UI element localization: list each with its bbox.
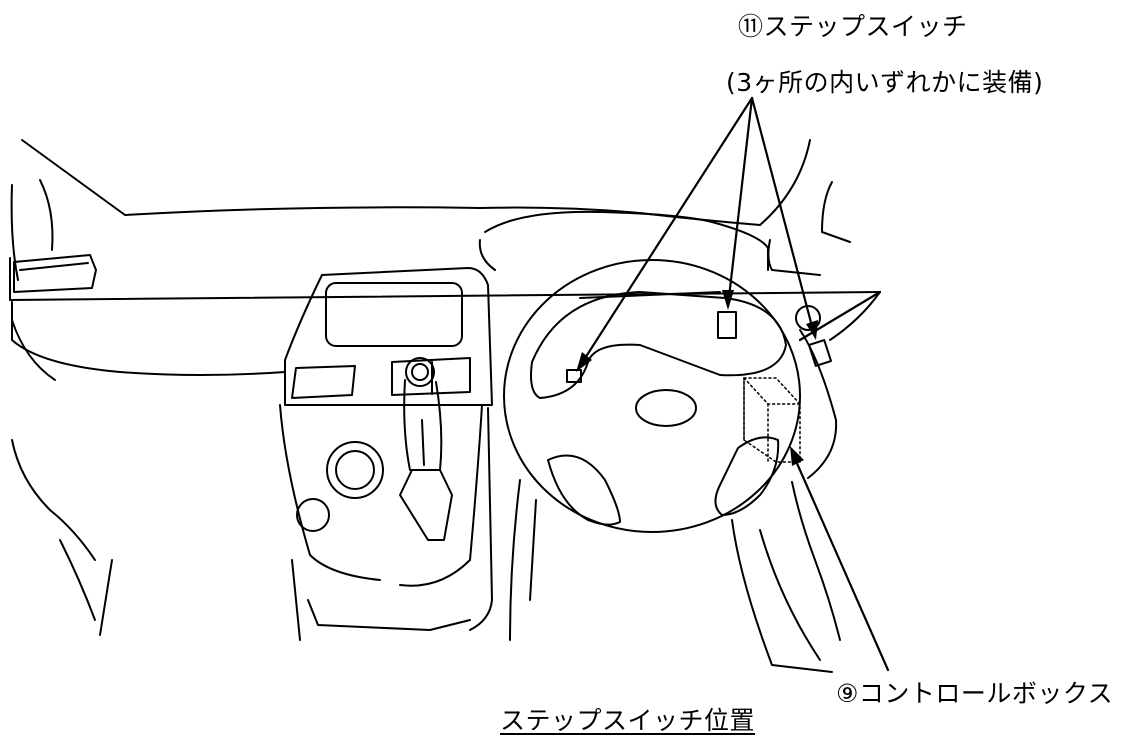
step-switch-location-3	[807, 339, 833, 367]
arrow-to-control-box	[790, 450, 890, 672]
instrument-hood	[478, 210, 769, 299]
arrow-to-location-1	[578, 96, 754, 368]
lower-console	[279, 404, 537, 641]
steering-wheel-upper-opening	[530, 291, 787, 399]
callout-arrows	[578, 96, 890, 672]
diagram-caption: ステップスイッチ位置	[500, 706, 756, 735]
right-side-outline	[731, 181, 881, 673]
step-switch-location-1	[566, 369, 582, 383]
steering-wheel-lower-left-opening	[547, 454, 621, 526]
steering-wheel-rim	[503, 259, 801, 533]
arrow-heads	[576, 290, 818, 466]
steering-wheel-horn-pad	[635, 389, 697, 427]
arrow-to-location-2	[726, 96, 754, 308]
step-switch-note: (3ヶ所の内いずれかに装備)	[726, 68, 1044, 97]
arrow-to-location-3	[750, 96, 816, 336]
step-switch-location-2	[717, 311, 737, 339]
steering-column-knob	[795, 305, 821, 331]
center-console	[284, 267, 493, 406]
step-switch-boxes	[566, 311, 833, 383]
left-air-vent	[13, 254, 97, 293]
steering-wheel	[503, 259, 801, 533]
control-box-label: ⑨コントロールボックス	[836, 679, 1114, 708]
shift-lever	[399, 357, 453, 541]
steering-wheel-lower-right-opening	[714, 436, 780, 516]
step-switch-label: ⑪ステップスイッチ	[738, 12, 968, 41]
center-left-vent	[291, 365, 356, 399]
center-right-vent	[391, 357, 471, 396]
left-door-outline	[10, 139, 126, 636]
dashboard-top	[9, 139, 881, 376]
center-display	[325, 282, 463, 347]
